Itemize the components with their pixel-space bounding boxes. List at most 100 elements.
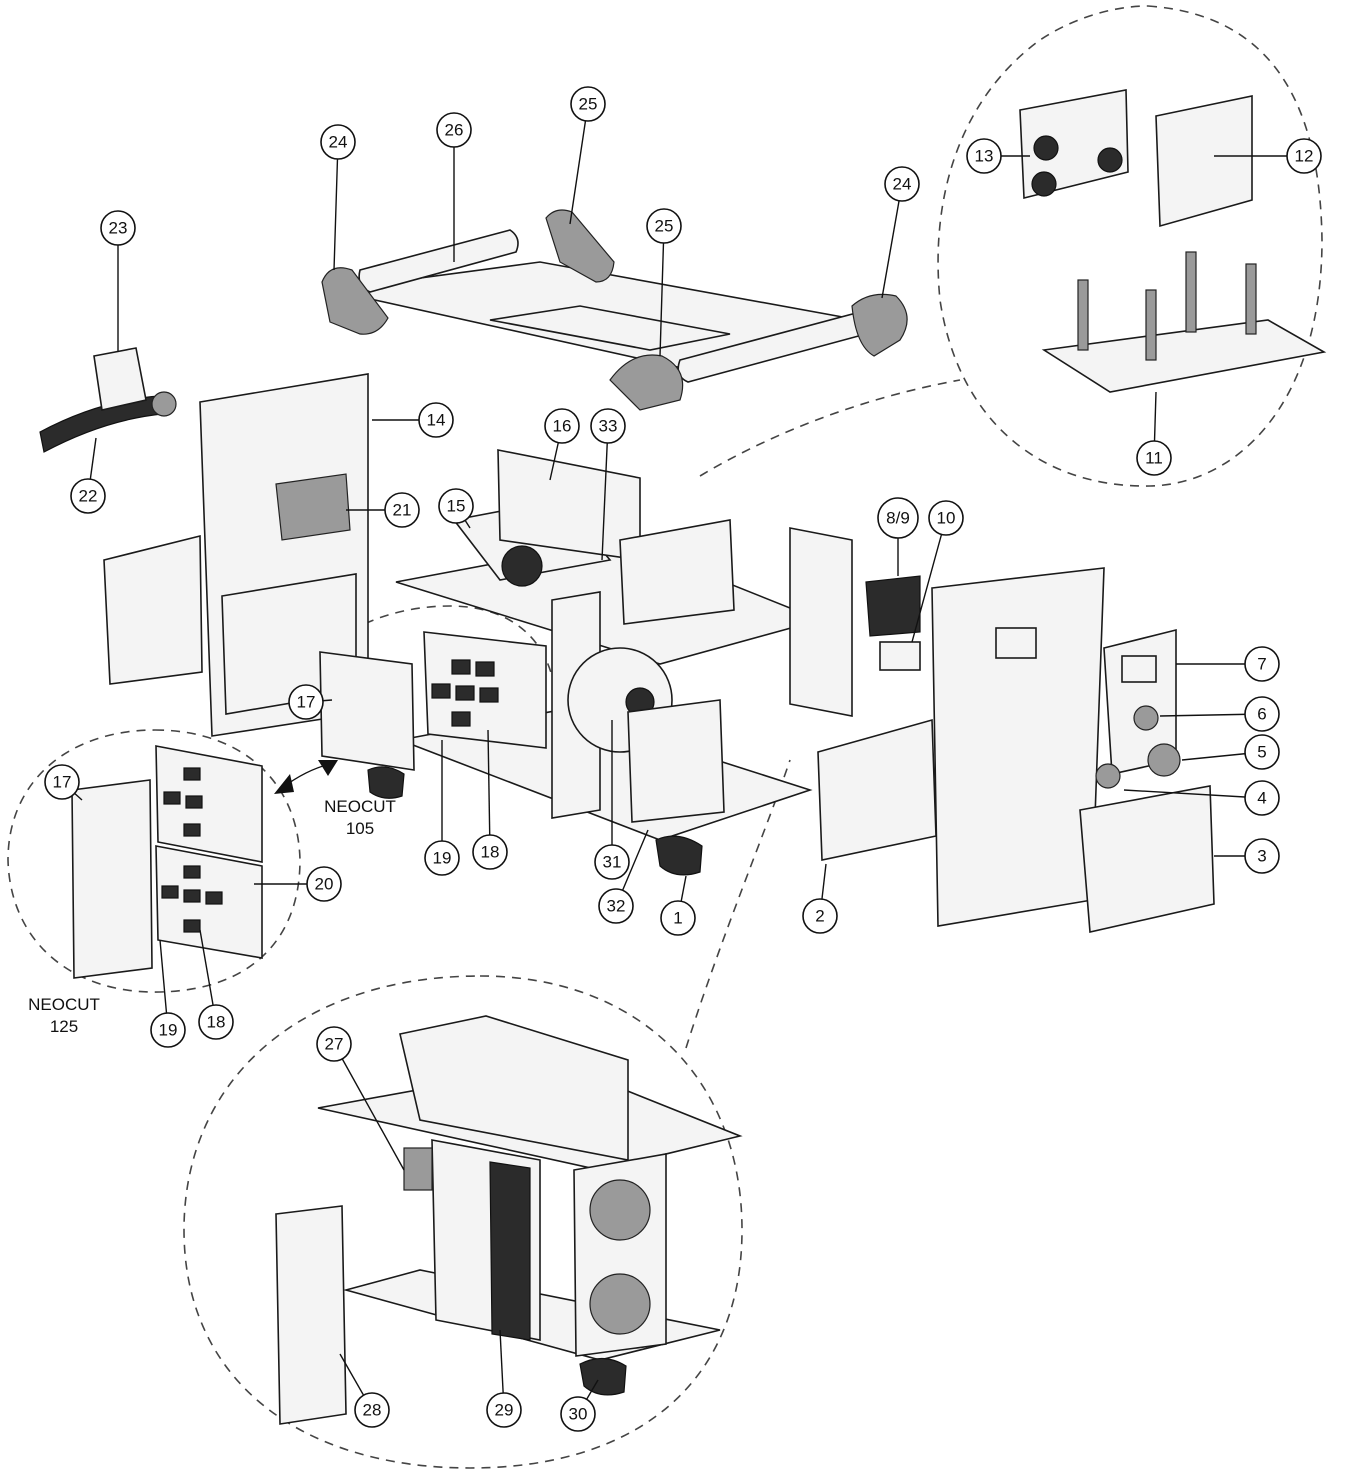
foot-30 bbox=[579, 1357, 627, 1396]
callout-c31: 31 bbox=[594, 844, 630, 880]
callout-number: 31 bbox=[603, 853, 622, 872]
callout-circle bbox=[590, 408, 626, 444]
knob-6 bbox=[1133, 705, 1159, 731]
cable-nut bbox=[151, 391, 177, 417]
callout-number: 3 bbox=[1257, 847, 1266, 866]
callout-number: 2 bbox=[815, 907, 824, 926]
callout-circle bbox=[306, 866, 342, 902]
handle-end-left bbox=[321, 267, 389, 335]
callout-number: 32 bbox=[607, 897, 626, 916]
front-panel-2-grille bbox=[817, 718, 937, 861]
callout-circle bbox=[44, 764, 80, 800]
callout-c18b: 18 bbox=[198, 1004, 234, 1040]
callout-circle bbox=[560, 1396, 596, 1432]
callout-number: 24 bbox=[329, 133, 348, 152]
callout-circle bbox=[1286, 138, 1322, 174]
label-window bbox=[1121, 655, 1157, 683]
leader-c27 bbox=[333, 1043, 405, 1171]
front-grille-3 bbox=[1079, 785, 1215, 933]
display-8-9 bbox=[865, 575, 921, 637]
callout-c6: 6 bbox=[1244, 696, 1280, 732]
callout-c26: 26 bbox=[436, 112, 472, 148]
callout-circle bbox=[544, 408, 580, 444]
callout-number: 17 bbox=[53, 773, 72, 792]
callout-circle bbox=[150, 1012, 186, 1048]
callout-circle bbox=[1244, 734, 1280, 770]
callout-circle bbox=[1136, 440, 1172, 476]
callout-number: 8/9 bbox=[886, 509, 910, 528]
callout-number: 14 bbox=[427, 411, 446, 430]
arrow-head-right bbox=[318, 760, 338, 776]
leader-c33 bbox=[601, 425, 609, 561]
callout-circle bbox=[1244, 646, 1280, 682]
callout-number: 23 bbox=[109, 219, 128, 238]
callout-number: 15 bbox=[447, 497, 466, 516]
foot-1 bbox=[655, 835, 703, 876]
front-frame bbox=[931, 567, 1105, 927]
model-125-line2: 125 bbox=[50, 1017, 78, 1036]
flat-board-12 bbox=[1155, 95, 1253, 228]
toroid-coil bbox=[501, 545, 543, 587]
callout-number: 7 bbox=[1257, 655, 1266, 674]
front-assembly bbox=[789, 527, 1215, 933]
callout-c18a: 18 bbox=[472, 834, 508, 870]
callout-c23: 23 bbox=[100, 210, 136, 246]
callout-circle bbox=[486, 1392, 522, 1428]
leader-c4 bbox=[1123, 789, 1263, 799]
handle-end-right bbox=[851, 293, 908, 357]
pcb-upright bbox=[789, 527, 853, 717]
callout-number: 6 bbox=[1257, 705, 1266, 724]
callout-number: 13 bbox=[975, 147, 994, 166]
igbt-group-125 bbox=[161, 767, 223, 933]
callout-c3: 3 bbox=[1244, 838, 1280, 874]
callout-c4: 4 bbox=[1244, 780, 1280, 816]
callout-circle bbox=[1244, 780, 1280, 816]
callout-number: 18 bbox=[207, 1013, 226, 1032]
callout-number: 19 bbox=[159, 1021, 178, 1040]
callout-circle bbox=[884, 166, 920, 202]
callout-c11: 11 bbox=[1136, 440, 1172, 476]
callout-c17b: 17 bbox=[44, 764, 80, 800]
callout-c20: 20 bbox=[306, 866, 342, 902]
callout-circle bbox=[320, 124, 356, 160]
callout-c29: 29 bbox=[486, 1392, 522, 1428]
bubble-125-parts bbox=[71, 745, 263, 979]
callout-circle bbox=[594, 844, 630, 880]
igbt-group-main bbox=[431, 659, 499, 727]
callout-c27: 27 bbox=[316, 1026, 352, 1062]
callout-c89: 8/9 bbox=[877, 497, 919, 539]
callout-circle bbox=[354, 1392, 390, 1428]
callout-circle bbox=[1244, 696, 1280, 732]
model-125-line1: NEOCUT bbox=[28, 995, 100, 1014]
leader-c24a bbox=[333, 141, 339, 271]
callout-number: 18 bbox=[481, 843, 500, 862]
handle-end-front bbox=[609, 354, 684, 411]
callout-c19a: 19 bbox=[424, 840, 460, 876]
driver-board-17 bbox=[319, 651, 415, 771]
callout-c14: 14 bbox=[418, 402, 454, 438]
callout-c33: 33 bbox=[590, 408, 626, 444]
fan-lower bbox=[589, 1273, 651, 1335]
callout-c1: 1 bbox=[660, 900, 696, 936]
board-stack bbox=[399, 1015, 629, 1161]
callout-circle bbox=[570, 86, 606, 122]
small-board-10 bbox=[879, 641, 921, 671]
capacitor-board-13 bbox=[1019, 89, 1129, 200]
callout-c28: 28 bbox=[354, 1392, 390, 1428]
fan-mount-16 bbox=[497, 449, 641, 561]
callout-number: 25 bbox=[655, 217, 674, 236]
callout-circle bbox=[198, 1004, 234, 1040]
handle-bracket-back bbox=[545, 209, 615, 283]
callout-c16: 16 bbox=[544, 408, 580, 444]
callout-circle bbox=[877, 497, 919, 539]
driver-board-17-125 bbox=[71, 779, 153, 979]
callout-number: 4 bbox=[1257, 789, 1266, 808]
callout-number: 25 bbox=[579, 95, 598, 114]
power-modules bbox=[319, 631, 547, 771]
rear-assembly bbox=[39, 347, 369, 737]
connector-5 bbox=[1147, 743, 1181, 777]
display-window bbox=[995, 627, 1037, 659]
callout-number: 33 bbox=[599, 417, 618, 436]
